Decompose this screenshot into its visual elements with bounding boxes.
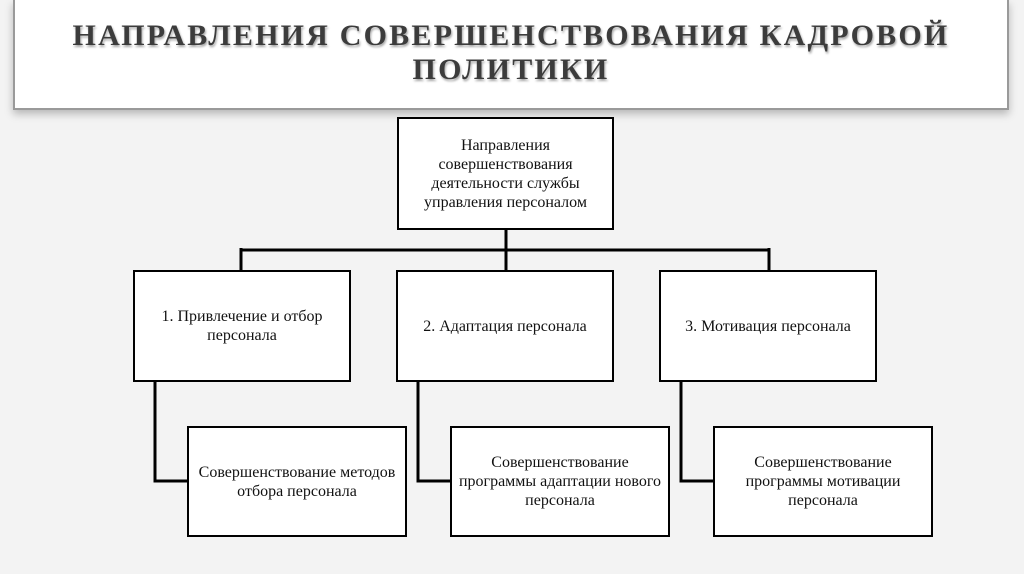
- branch-2-leaf-elbow: [416, 382, 450, 483]
- branch-node-motivation: 3. Мотивация персонала: [659, 270, 877, 382]
- branch-node-label: 2. Адаптация персонала: [423, 317, 587, 335]
- page-title: НАПРАВЛЕНИЯ СОВЕРШЕНСТВОВАНИЯ КАДРОВОЙ П…: [72, 19, 950, 86]
- root-node: Направления совершенствования деятельнос…: [397, 117, 614, 230]
- branch-1-leaf-elbow: [153, 382, 187, 483]
- branch-node-label: 3. Мотивация персонала: [685, 317, 851, 335]
- leaf-node-motivation-program: Совершенствование программы мотивации пе…: [713, 426, 933, 537]
- root-to-branches-connector: [239, 230, 771, 270]
- root-node-label: Направления совершенствования деятельнос…: [424, 136, 587, 211]
- leaf-node-selection-methods: Совершенствование методов отбора персона…: [187, 426, 407, 537]
- branch-node-recruitment: 1. Привлечение и отбор персонала: [133, 270, 351, 382]
- branch-to-leaf-connectors: [153, 382, 713, 483]
- leaf-node-adaptation-program: Совершенствование программы адаптации но…: [450, 426, 670, 537]
- leaf-node-label: Совершенствование программы мотивации пе…: [745, 454, 901, 509]
- branch-node-label: 1. Привлечение и отбор персонала: [161, 308, 323, 344]
- branch-3-leaf-elbow: [679, 382, 713, 483]
- title-frame: НАПРАВЛЕНИЯ СОВЕРШЕНСТВОВАНИЯ КАДРОВОЙ П…: [13, 0, 1009, 110]
- branch-node-adaptation: 2. Адаптация персонала: [396, 270, 614, 382]
- leaf-node-label: Совершенствование программы адаптации но…: [458, 454, 662, 509]
- leaf-node-label: Совершенствование методов отбора персона…: [198, 463, 396, 500]
